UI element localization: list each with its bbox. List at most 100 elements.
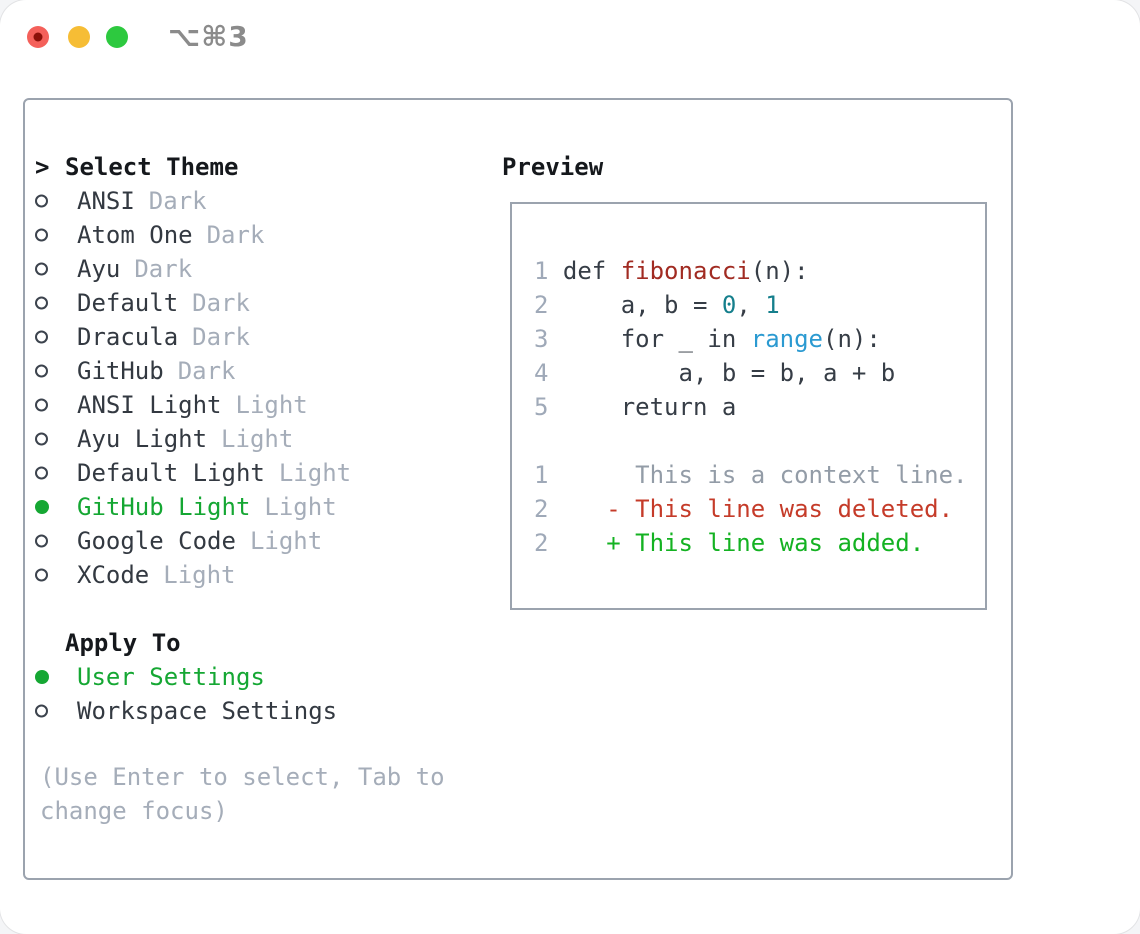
radio-unselected-icon [35,534,48,548]
radio-selected-icon [35,670,49,684]
radio-unselected-icon [35,432,48,446]
radio-icon [35,660,51,694]
variant-tag: Light [163,561,236,589]
line-number: 2 [534,495,563,523]
radio-icon [35,490,51,524]
code-segment-code: , [736,291,766,319]
variant-tag: Dark [192,289,250,317]
variant-tag: Light [221,425,294,453]
code-line: 5 return a [534,390,985,424]
variant-tag: Light [264,493,337,521]
code-segment-code: (n): [823,325,881,353]
select-theme-header: Select Theme [65,153,239,181]
radio-unselected-icon [35,262,48,276]
radio-icon [35,184,51,218]
code-segment-code: a, b = b, a + b [562,359,896,387]
radio-icon [35,286,51,320]
help-text: (Use Enter to select, Tab to change focu… [40,763,445,825]
radio-unselected-icon [35,194,48,208]
variant-tag: Dark [206,221,265,249]
variant-tag: Light [235,391,308,419]
close-button[interactable] [27,26,49,48]
code-blank-line [534,560,985,594]
apply-option-workspace-settings[interactable]: Workspace Settings [25,694,495,728]
line-number: 2 [534,529,563,557]
radio-unselected-icon [35,398,48,412]
radio-unselected-icon [35,296,48,310]
line-number: 4 [534,359,563,387]
code-segment-num: 1 [765,291,780,319]
variant-tag: Light [278,459,352,487]
variant-tag: Dark [192,323,250,351]
apply-option-user-settings[interactable]: User Settings [25,660,495,694]
radio-icon [35,388,51,422]
close-dot-icon [33,32,43,42]
code-segment-code: a, b = [562,291,722,319]
code-segment-builtin: range [750,325,823,353]
code-line: 2 + This line was added. [534,526,985,560]
radio-icon [35,320,51,354]
code-segment-code: return a [562,393,737,421]
variant-tag: Dark [134,255,193,283]
code-segment-ctx: This is a context line. [562,461,968,489]
line-number: 2 [534,291,563,319]
cursor-chevron-icon: > [35,153,50,181]
radio-icon [35,422,51,456]
radio-icon [35,558,51,592]
code-segment-add: + This line was added. [562,529,925,557]
line-number: 3 [534,325,563,353]
code-line: 2 a, b = 0, 1 [534,288,985,322]
window-title: ⌥⌘3 [168,20,249,53]
line-number: 5 [534,393,563,421]
code-segment-del: - This line was deleted. [562,495,954,523]
window-titlebar: ⌥⌘3 [0,0,1140,75]
code-blank-line [534,220,985,254]
radio-selected-icon [35,500,49,514]
radio-unselected-icon [35,704,48,718]
option-label: User Settings [77,663,265,691]
code-segment-num: 0 [721,291,737,319]
code-line: 1 def fibonacci(n): [534,254,985,288]
preview-header: Preview [502,153,604,181]
select-theme-header-row: > Select Theme [25,150,495,184]
line-number: 1 [534,461,563,489]
radio-unselected-icon [35,364,48,378]
radio-icon [35,218,51,252]
variant-tag: Light [249,527,323,555]
code-segment-func: fibonacci [620,257,751,285]
radio-unselected-icon [35,330,48,344]
radio-unselected-icon [35,466,48,480]
line-number: 1 [534,257,563,285]
apply-to-header-row: Apply To [25,626,495,660]
option-label: Workspace Settings [77,697,338,725]
code-line: 3 for _ in range(n): [534,322,985,356]
code-blank-line [534,424,985,458]
zoom-button[interactable] [106,26,128,48]
code-segment-code: def [562,257,621,285]
minimize-button[interactable] [68,26,90,48]
code-line: 1 This is a context line. [534,458,985,492]
